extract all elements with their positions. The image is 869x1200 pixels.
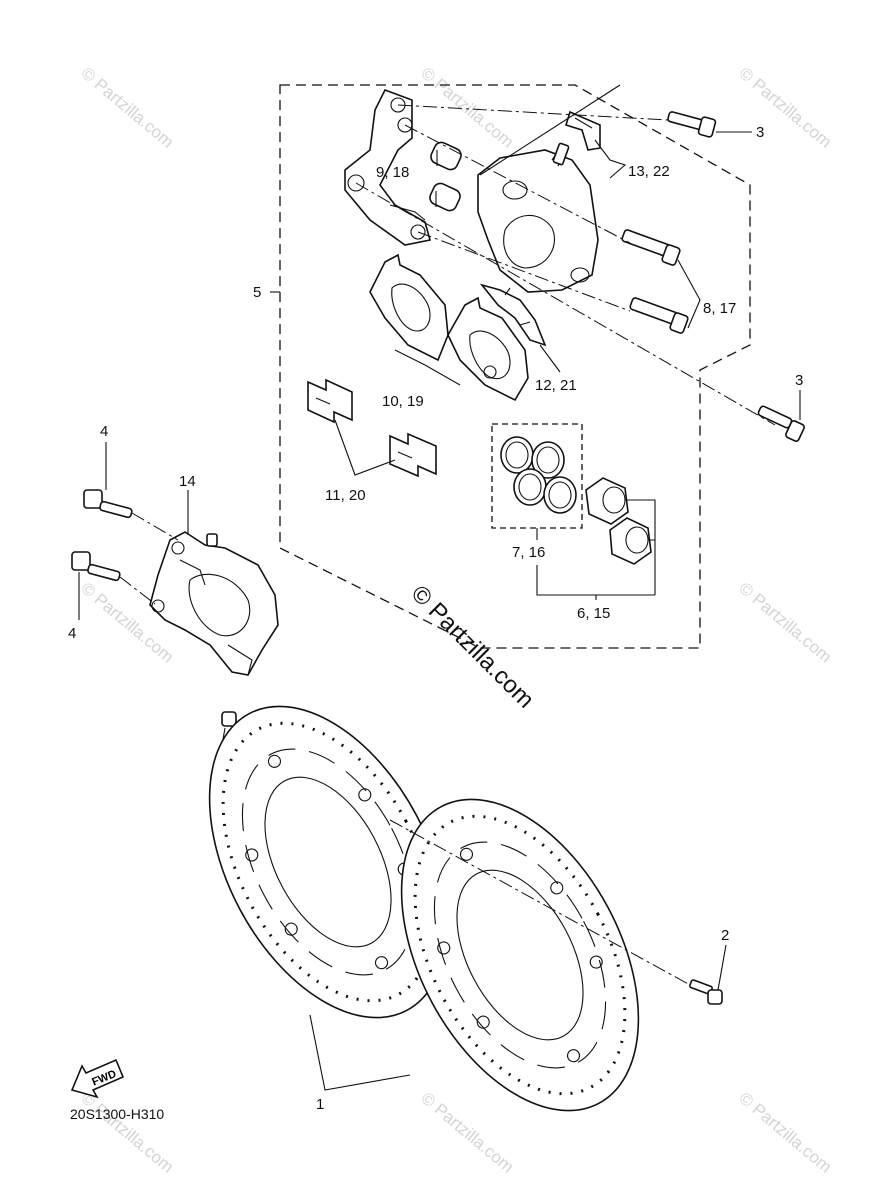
callout-13-22: 13, 22	[628, 163, 670, 180]
callout-8-17: 8, 17	[703, 300, 736, 317]
callout-10-19: 10, 19	[382, 393, 424, 410]
bolt-4-lower	[71, 551, 121, 582]
centerline-upper-b	[355, 182, 776, 426]
seals	[500, 436, 577, 514]
bleed-screw	[552, 110, 601, 166]
watermark-top-center: © Partzilla.com	[417, 64, 517, 152]
callout-2-right: 2	[721, 927, 729, 944]
callout-13-22-bracket	[594, 139, 627, 179]
callout-11-20: 11, 20	[325, 487, 366, 504]
caliper-bolts	[621, 229, 689, 334]
callout-1: 1	[316, 1096, 324, 1113]
callout-3-upper: 3	[756, 124, 764, 141]
pad-shims	[307, 378, 437, 478]
diagram-code: 20S1300-H310	[70, 1106, 164, 1122]
callout-5: 5	[253, 284, 261, 301]
watermark-bottom-right: © Partzilla.com	[735, 1089, 835, 1177]
callout-6-15: 6, 15	[577, 605, 610, 622]
centerline-upper-d	[417, 231, 631, 312]
callout-4-lower: 4	[68, 625, 76, 642]
brake-pads	[369, 253, 529, 402]
bolt-3-lower	[757, 405, 805, 442]
callout-12-21-leader	[539, 344, 561, 373]
callout-2-right-leader	[717, 944, 727, 991]
disc-bolt-2-right	[689, 979, 723, 1005]
caliper-assembly-14	[149, 531, 279, 676]
centerline-discs	[389, 819, 691, 986]
centerline-upper-a	[397, 104, 669, 121]
callout-3-lower: 3	[795, 372, 803, 389]
callout-8-17-bracket	[677, 259, 701, 329]
caliper-body	[477, 147, 599, 293]
callout-9-18: 9, 18	[376, 164, 409, 181]
bolt-4-upper	[83, 489, 133, 519]
callout-1-bracket	[309, 1014, 411, 1091]
watermark-main: © Partzilla.com	[406, 580, 539, 713]
callout-14: 14	[179, 473, 196, 490]
pad-spring	[479, 283, 547, 347]
seal-kit-box	[491, 423, 583, 529]
caliper-assembly-boundary	[279, 84, 751, 649]
callout-7-16: 7, 16	[512, 544, 545, 561]
watermark-mid-right: © Partzilla.com	[735, 579, 835, 667]
watermark-top-left: © Partzilla.com	[77, 64, 177, 152]
centerline-upper-c	[404, 124, 631, 244]
fwd-arrow-icon: FWD	[70, 1058, 125, 1099]
callout-11-20-bracket	[334, 419, 396, 476]
centerline-bolt-4-upper	[131, 512, 179, 541]
centerline-bolt-4-lower	[119, 576, 156, 605]
watermark-top-right: © Partzilla.com	[735, 64, 835, 152]
callout-4-upper: 4	[100, 423, 108, 440]
watermark-bottom-left: © Partzilla.com	[77, 1089, 177, 1177]
brake-disc-left	[208, 705, 448, 1019]
slide-pins	[429, 141, 462, 212]
caliper-bracket	[344, 89, 432, 246]
callout-10-19-bracket	[394, 349, 461, 386]
callout-6-15-bracket	[536, 499, 656, 600]
callout-12-21: 12, 21	[535, 377, 577, 394]
pistons	[585, 477, 652, 565]
centerline-upper-e	[479, 84, 621, 176]
brake-disc-right	[400, 798, 640, 1112]
bolt-3-upper	[667, 111, 717, 138]
watermark-bottom-center: © Partzilla.com	[417, 1089, 517, 1177]
